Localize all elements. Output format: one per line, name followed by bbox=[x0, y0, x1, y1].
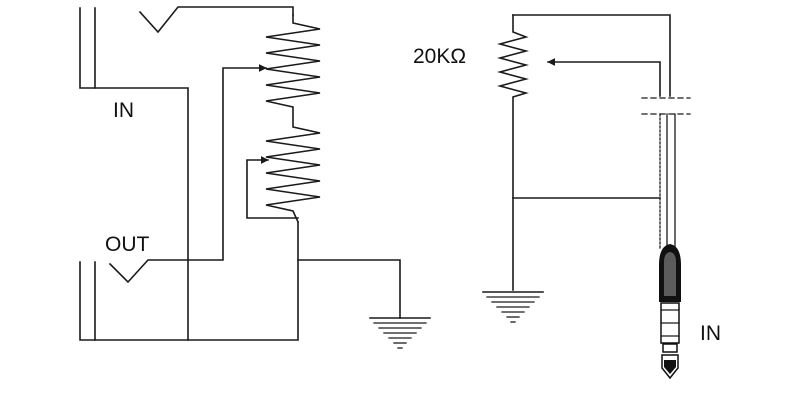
wiper-feedback-loop bbox=[246, 156, 299, 219]
resistor-string bbox=[265, 14, 321, 224]
output-jack bbox=[79, 64, 299, 341]
output-jack-tip-spring bbox=[108, 64, 267, 284]
output-jack-sleeve bbox=[94, 221, 299, 341]
potentiometer bbox=[496, 14, 671, 291]
ground-symbol-icon bbox=[482, 291, 544, 323]
left-in-label: IN bbox=[113, 99, 134, 122]
input-jack-tip-spring bbox=[138, 6, 294, 34]
right-circuit: 20KΩ IN bbox=[413, 14, 721, 380]
ground-symbol-icon bbox=[369, 317, 431, 349]
ground-wire bbox=[297, 259, 401, 319]
right-in-label: IN bbox=[700, 322, 721, 345]
pot-wiper bbox=[547, 58, 661, 97]
cable-break-marks bbox=[641, 97, 691, 115]
left-circuit: IN OUT bbox=[79, 6, 431, 349]
input-jack-sleeve bbox=[94, 87, 189, 341]
left-out-label: OUT bbox=[105, 233, 150, 256]
plug-cable bbox=[659, 113, 676, 249]
resistance-label: 20KΩ bbox=[413, 45, 466, 68]
phone-plug-icon bbox=[659, 244, 681, 380]
input-jack bbox=[79, 6, 294, 341]
